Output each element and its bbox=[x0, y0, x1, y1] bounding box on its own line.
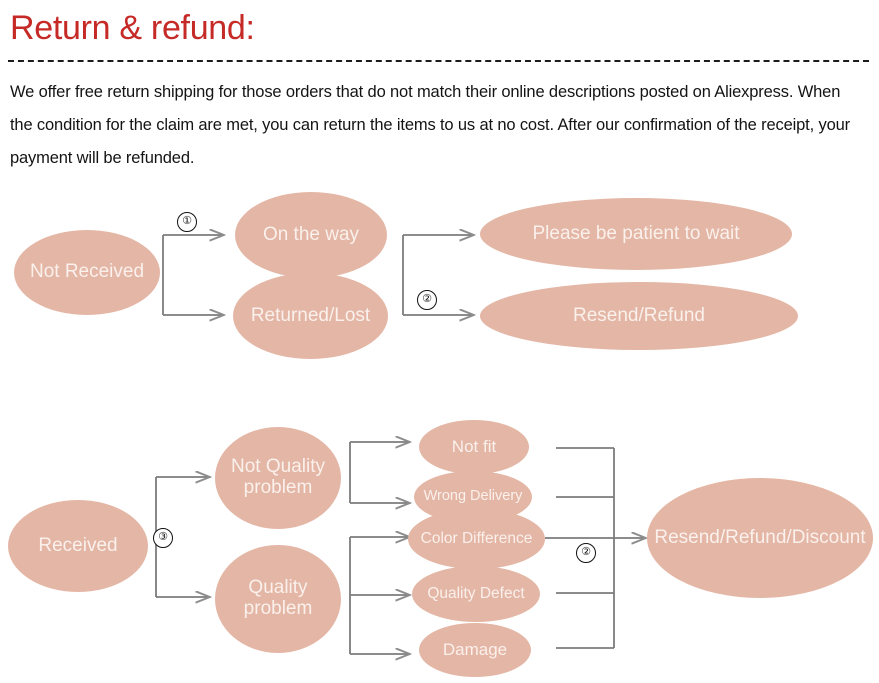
flowchart-connectors-bottom bbox=[155, 405, 879, 683]
flowchart-connectors-top bbox=[162, 190, 879, 365]
node-label: Received bbox=[38, 534, 118, 556]
step-marker-2-bottom: ② bbox=[576, 543, 596, 563]
step-marker-1: ① bbox=[177, 212, 197, 232]
node-label: Not Received bbox=[29, 261, 145, 283]
node-label: On the way bbox=[262, 223, 360, 245]
node-label: Wrong Delivery bbox=[423, 488, 523, 505]
node-label: Resend/Refund bbox=[572, 304, 706, 326]
node-label: Please be patient to wait bbox=[532, 222, 740, 244]
node-please-be-patient-to-wait[interactable]: Please be patient to wait bbox=[480, 198, 792, 270]
node-reason-quality-defect[interactable]: Quality Defect bbox=[412, 566, 540, 622]
step-marker-3: ③ bbox=[153, 528, 173, 548]
step-marker-2-top: ② bbox=[417, 290, 437, 310]
node-received[interactable]: Received bbox=[8, 500, 148, 592]
intro-paragraph: We offer free return shipping for those … bbox=[10, 83, 850, 167]
node-quality-problem[interactable]: Quality problem bbox=[215, 545, 341, 653]
node-label: Quality Defect bbox=[427, 584, 525, 602]
page-title: Return & refund: bbox=[10, 9, 255, 47]
node-resend-refund-discount[interactable]: Resend/Refund/Discount bbox=[647, 478, 873, 598]
node-not-received[interactable]: Not Received bbox=[14, 230, 160, 315]
node-reason-not-fit[interactable]: Not fit bbox=[419, 420, 529, 474]
node-label: Returned/Lost bbox=[250, 304, 371, 326]
node-label: Resend/Refund/Discount bbox=[654, 526, 866, 548]
node-resend-refund[interactable]: Resend/Refund bbox=[480, 282, 798, 350]
node-reason-damage[interactable]: Damage bbox=[419, 623, 531, 677]
node-on-the-way[interactable]: On the way bbox=[235, 192, 387, 278]
node-label: Damage bbox=[442, 639, 508, 659]
node-not-quality-problem[interactable]: Not Quality problem bbox=[215, 427, 341, 529]
node-label: Not fit bbox=[451, 436, 497, 456]
flowchart-not-received: Not Received On the way Returned/Lost Pl… bbox=[0, 190, 879, 365]
node-label: Quality problem bbox=[243, 577, 313, 619]
node-reason-color-difference[interactable]: Color Difference bbox=[408, 509, 545, 569]
dashed-divider bbox=[8, 60, 869, 62]
node-label: Color Difference bbox=[420, 529, 533, 547]
node-label: Not Quality problem bbox=[231, 456, 325, 498]
flowchart-received: Received Not Quality problem Quality pro… bbox=[0, 405, 879, 683]
node-returned-lost[interactable]: Returned/Lost bbox=[233, 273, 388, 359]
